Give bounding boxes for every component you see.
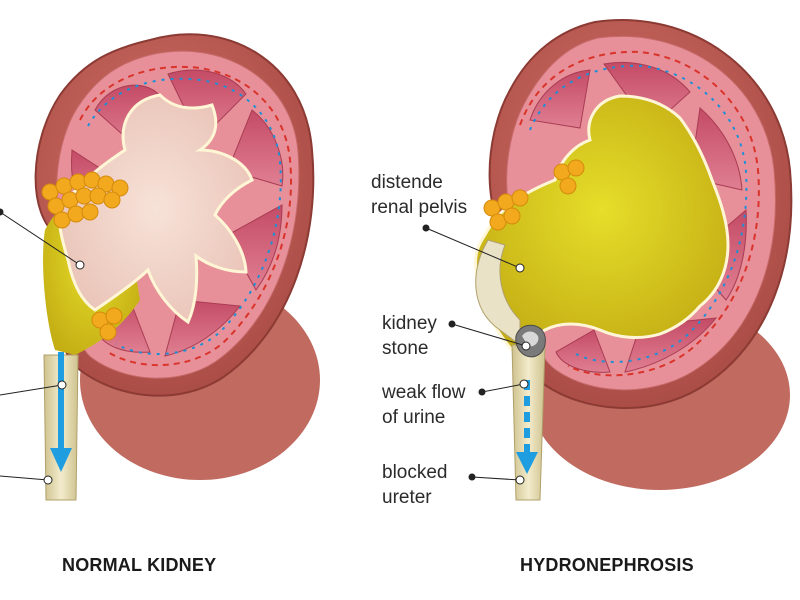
hydro-kidney-pointers <box>422 224 531 485</box>
weak-flow-label: weak flow of urine <box>382 380 465 430</box>
normal-kidney-title: NORMAL KIDNEY <box>62 555 217 575</box>
weak-flow-line1: weak flow <box>382 382 466 403</box>
kidney-stone-line1: kidney <box>382 313 437 334</box>
blocked-ureter-line1: blocked <box>382 462 448 483</box>
normal-kidney-pelvis <box>58 93 254 325</box>
weak-flow-line2: of urine <box>382 407 446 428</box>
hydronephrosis-title: HYDRONEPHROSIS <box>520 555 694 575</box>
normal-kidney-vein-dashes <box>87 77 282 356</box>
normal-kidney-artery-dashes <box>79 65 293 367</box>
kidney-stone-line2: stone <box>382 338 429 359</box>
blocked-ureter-line2: ureter <box>382 487 432 508</box>
blocked-ureter-label: blocked ureter <box>382 460 448 510</box>
distended-pelvis-line2: renal pelvis <box>371 197 468 218</box>
normal-kidney <box>0 33 320 501</box>
normal-kidney-pointers <box>0 208 85 485</box>
distended-pelvis-line1: distende <box>371 172 443 193</box>
kidney-stone-label: kidney stone <box>382 311 437 361</box>
kidney-stone-icon <box>515 324 546 358</box>
distended-renal-pelvis-label: distende renal pelvis <box>371 170 467 220</box>
normal-kidney-flow-arrow <box>50 352 72 472</box>
hydro-kidney-artery-dashes <box>519 50 760 377</box>
hydronephrosis-kidney <box>422 19 793 501</box>
hydro-kidney-vein-dashes <box>529 64 748 363</box>
